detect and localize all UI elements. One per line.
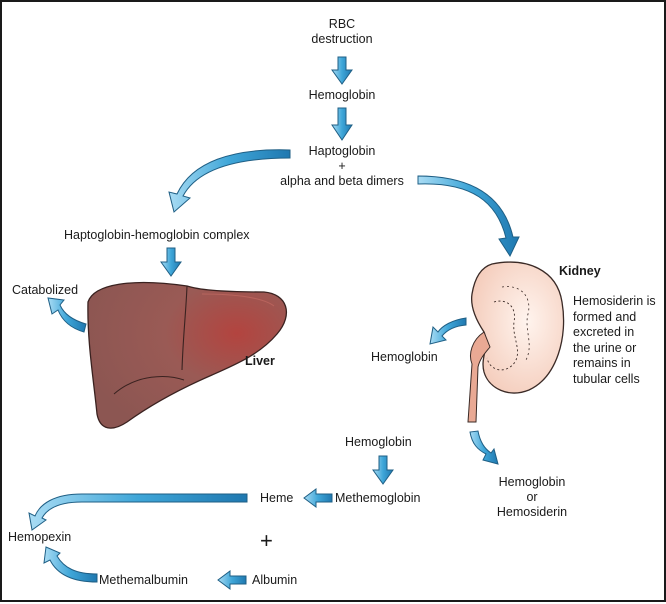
label-rbc: RBC destruction xyxy=(302,17,382,47)
label-rbc-line2: destruction xyxy=(311,32,373,46)
arrow-kidney-to-hemoglobin xyxy=(429,317,467,345)
label-hemoglobin-kidney: Hemoglobin xyxy=(371,350,438,364)
arrow-methemoglobin-to-heme xyxy=(303,488,333,508)
arrow-methemalbumin-to-hemopexin xyxy=(43,546,98,583)
note-line: remains in xyxy=(573,356,631,370)
label-heme: Heme xyxy=(260,491,294,505)
label-plus-small: + xyxy=(338,159,346,173)
note-line: the urine or xyxy=(573,340,637,355)
label-urine-output: Hemoglobin or Hemosiderin xyxy=(482,475,582,520)
arrow-hemoglobin-to-methemoglobin xyxy=(372,455,394,485)
label-hemopexin: Hemopexin xyxy=(8,530,72,544)
label-liver: Liver xyxy=(245,354,275,368)
label-hemoglobin-mid: Hemoglobin xyxy=(345,435,412,449)
arrow-kidney-to-urine xyxy=(469,430,499,465)
arrow-dimers-to-kidney xyxy=(417,175,520,258)
arrow-liver-to-catabolized xyxy=(47,297,87,333)
label-rbc-line1: RBC xyxy=(328,17,356,31)
label-kidney: Kidney xyxy=(559,264,601,278)
arrow-heme-to-hemopexin xyxy=(28,493,248,531)
urine-line: Hemosiderin xyxy=(496,505,568,519)
note-line: tubular cells xyxy=(573,371,640,386)
arrow-albumin-to-methemalbumin xyxy=(217,570,247,590)
note-line: excreted in xyxy=(573,325,635,339)
label-methemoglobin: Methemoglobin xyxy=(335,491,421,505)
urine-line: Hemoglobin xyxy=(498,475,566,489)
label-alpha-beta-dimers: alpha and beta dimers xyxy=(280,174,404,188)
label-plus-big: + xyxy=(260,528,273,553)
label-hemosiderin-note: Hemosiderin is formed and excreted in th… xyxy=(573,294,656,387)
urine-line: or xyxy=(526,490,538,504)
label-haptoglobin: Haptoglobin xyxy=(308,144,376,158)
label-catabolized: Catabolized xyxy=(12,283,79,297)
label-complex: Haptoglobin-hemoglobin complex xyxy=(64,228,250,242)
note-line: Hemosiderin is xyxy=(573,294,656,308)
label-hemoglobin-top: Hemoglobin xyxy=(308,88,376,102)
liver-illustration xyxy=(87,281,287,429)
arrow-complex-to-liver xyxy=(160,247,182,277)
arrow-haptoglobin-to-complex xyxy=(168,149,291,213)
label-methemalbumin: Methemalbumin xyxy=(99,573,188,587)
kidney-illustration xyxy=(467,261,565,423)
flow-arrows xyxy=(28,56,520,590)
arrow-hemoglobin-to-haptoglobin xyxy=(331,107,353,141)
arrow-rbc-to-hemoglobin xyxy=(331,56,353,85)
note-line: formed and xyxy=(573,309,637,324)
label-albumin: Albumin xyxy=(252,573,298,587)
